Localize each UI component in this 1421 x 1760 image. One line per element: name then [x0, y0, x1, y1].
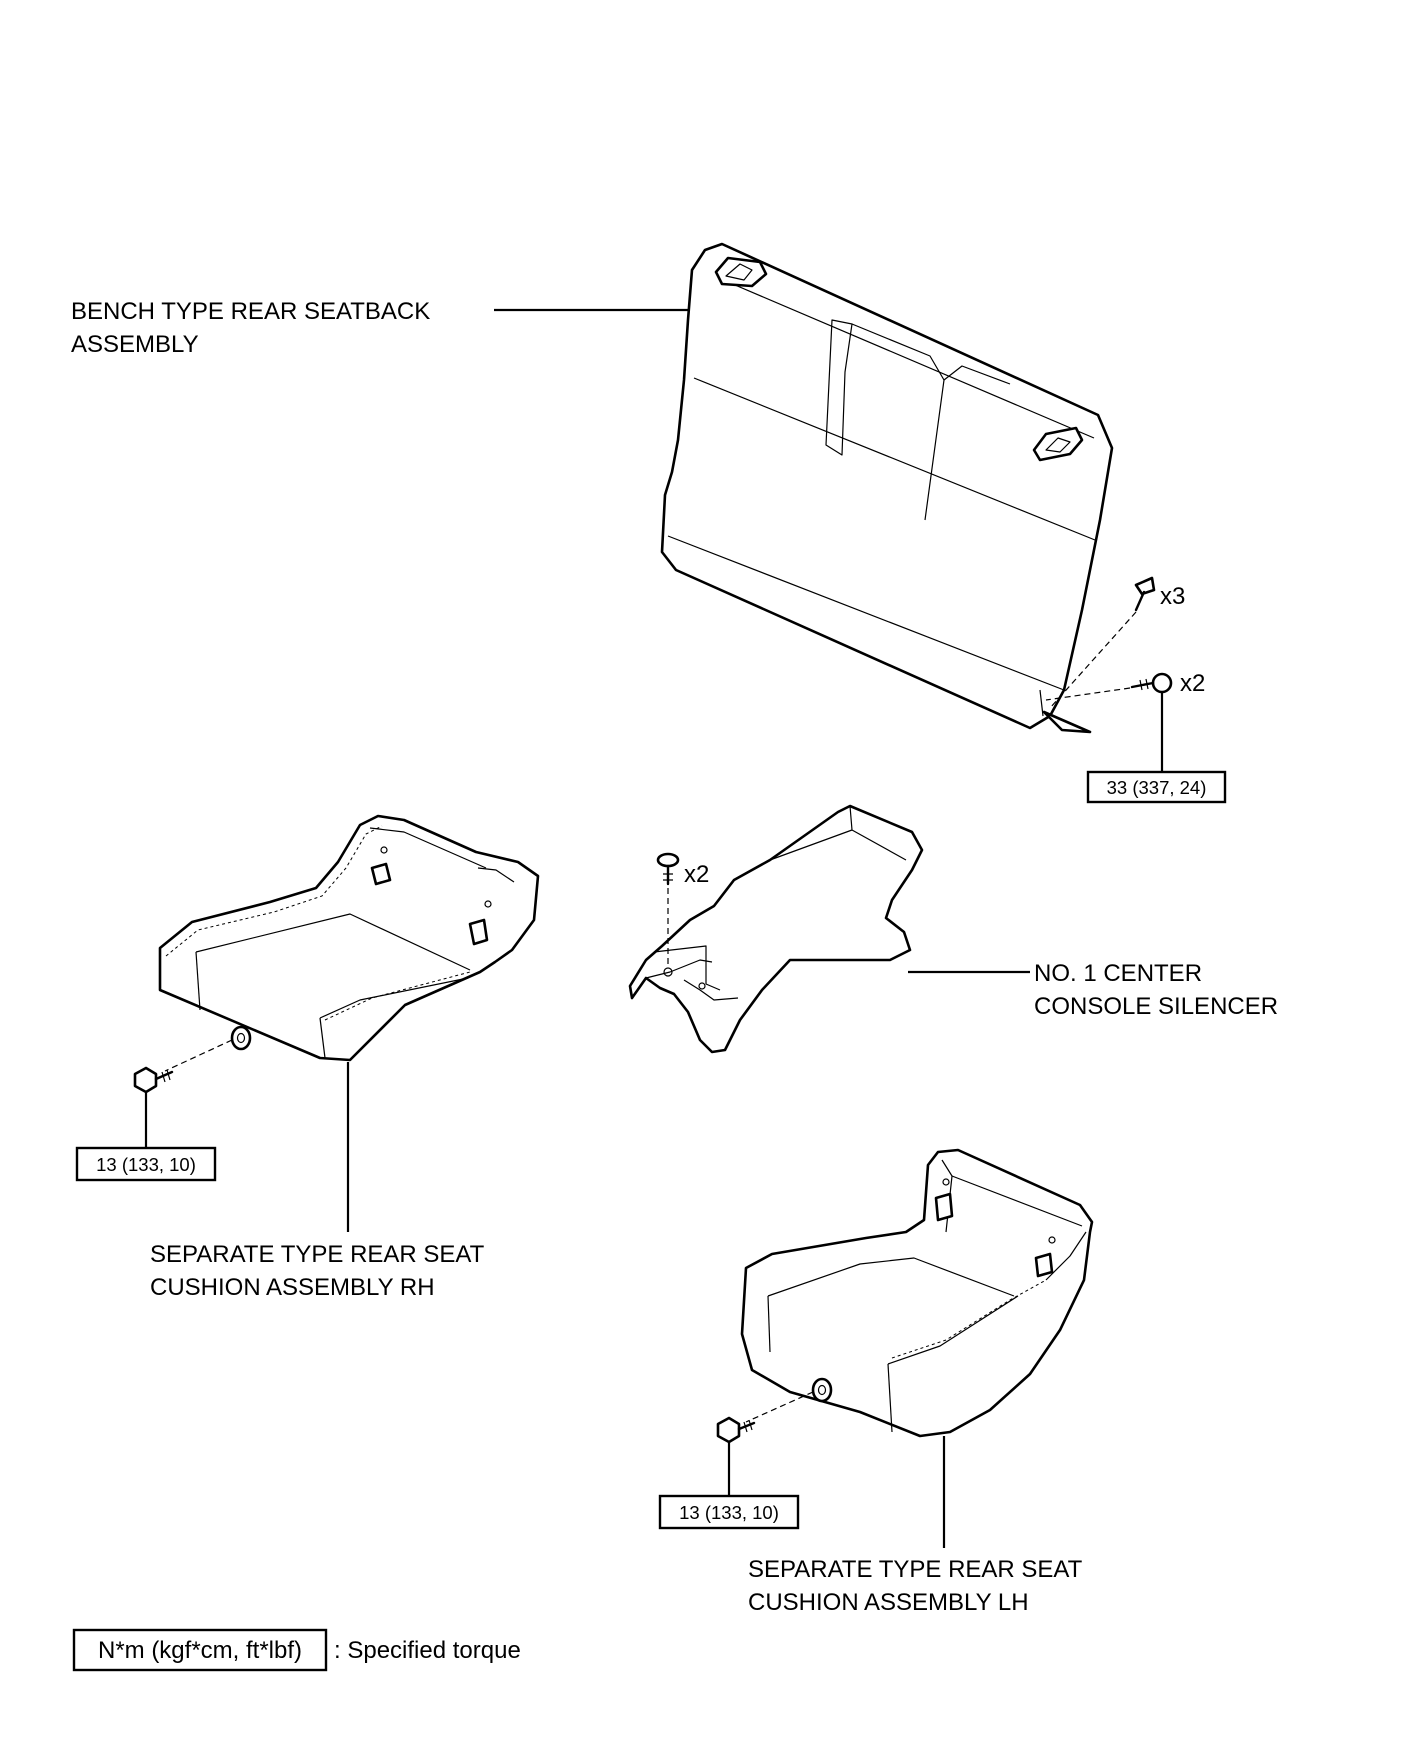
seatback-bolt-path — [1045, 687, 1131, 701]
seatback-label-line2: ASSEMBLY — [71, 331, 199, 358]
seatback-headrest-hole-left — [714, 256, 768, 288]
legend-description: : Specified torque — [334, 1637, 521, 1664]
seatback-bolt-torque-box: 33 (337, 24) — [1086, 770, 1227, 804]
silencer-clip-quantity: x2 — [684, 861, 709, 888]
cushion-lh-nut-icon — [811, 1377, 833, 1403]
seatback-headrest-hole-right — [1032, 426, 1084, 462]
cushion-lh-bolt-path — [745, 1391, 814, 1423]
cushion-lh-drawing — [740, 1148, 1094, 1438]
cushion-lh-bolt-icon — [716, 1416, 756, 1444]
seatback-bolt-quantity: x2 — [1180, 670, 1205, 697]
cushion-lh-torque-box: 13 (133, 10) — [658, 1494, 800, 1530]
silencer-clip-icon — [656, 852, 680, 886]
cushion-rh-label-line2: CUSHION ASSEMBLY RH — [150, 1274, 435, 1301]
cushion-rh-torque: 13 (133, 10) — [96, 1154, 196, 1175]
cushion-rh-bolt-icon — [133, 1066, 174, 1094]
bench-rear-seatback-drawing — [660, 242, 1114, 734]
cushion-lh-label-line1: SEPARATE TYPE REAR SEAT — [748, 1556, 1083, 1583]
cushion-rh-label-line1: SEPARATE TYPE REAR SEAT — [150, 1241, 485, 1268]
seatback-label-line1: BENCH TYPE REAR SEATBACK — [71, 298, 430, 325]
cushion-rh-drawing — [158, 814, 540, 1062]
center-console-silencer-drawing — [628, 804, 924, 1054]
cushion-rh-nut-icon — [230, 1025, 252, 1051]
cushion-rh-torque-box: 13 (133, 10) — [75, 1146, 217, 1182]
torque-legend: N*m (kgf*cm, ft*lbf) : Specified torque — [72, 1628, 521, 1672]
cushion-lh-torque: 13 (133, 10) — [679, 1502, 779, 1523]
seatback-clip-quantity: x3 — [1160, 583, 1185, 610]
seatback-bolt-torque: 33 (337, 24) — [1107, 777, 1207, 798]
silencer-label-line1: NO. 1 CENTER — [1034, 960, 1202, 987]
silencer-label-line2: CONSOLE SILENCER — [1034, 993, 1278, 1020]
seatback-bolt-icon — [1130, 672, 1173, 694]
cushion-rh-bolt-path — [164, 1039, 233, 1072]
seatback-clip-icon — [1134, 576, 1156, 612]
seatback-clip-path — [1049, 611, 1137, 709]
seatback-bracket — [1042, 710, 1092, 734]
legend-unit-box: N*m (kgf*cm, ft*lbf) — [98, 1637, 302, 1664]
cushion-lh-label-line2: CUSHION ASSEMBLY LH — [748, 1589, 1029, 1616]
